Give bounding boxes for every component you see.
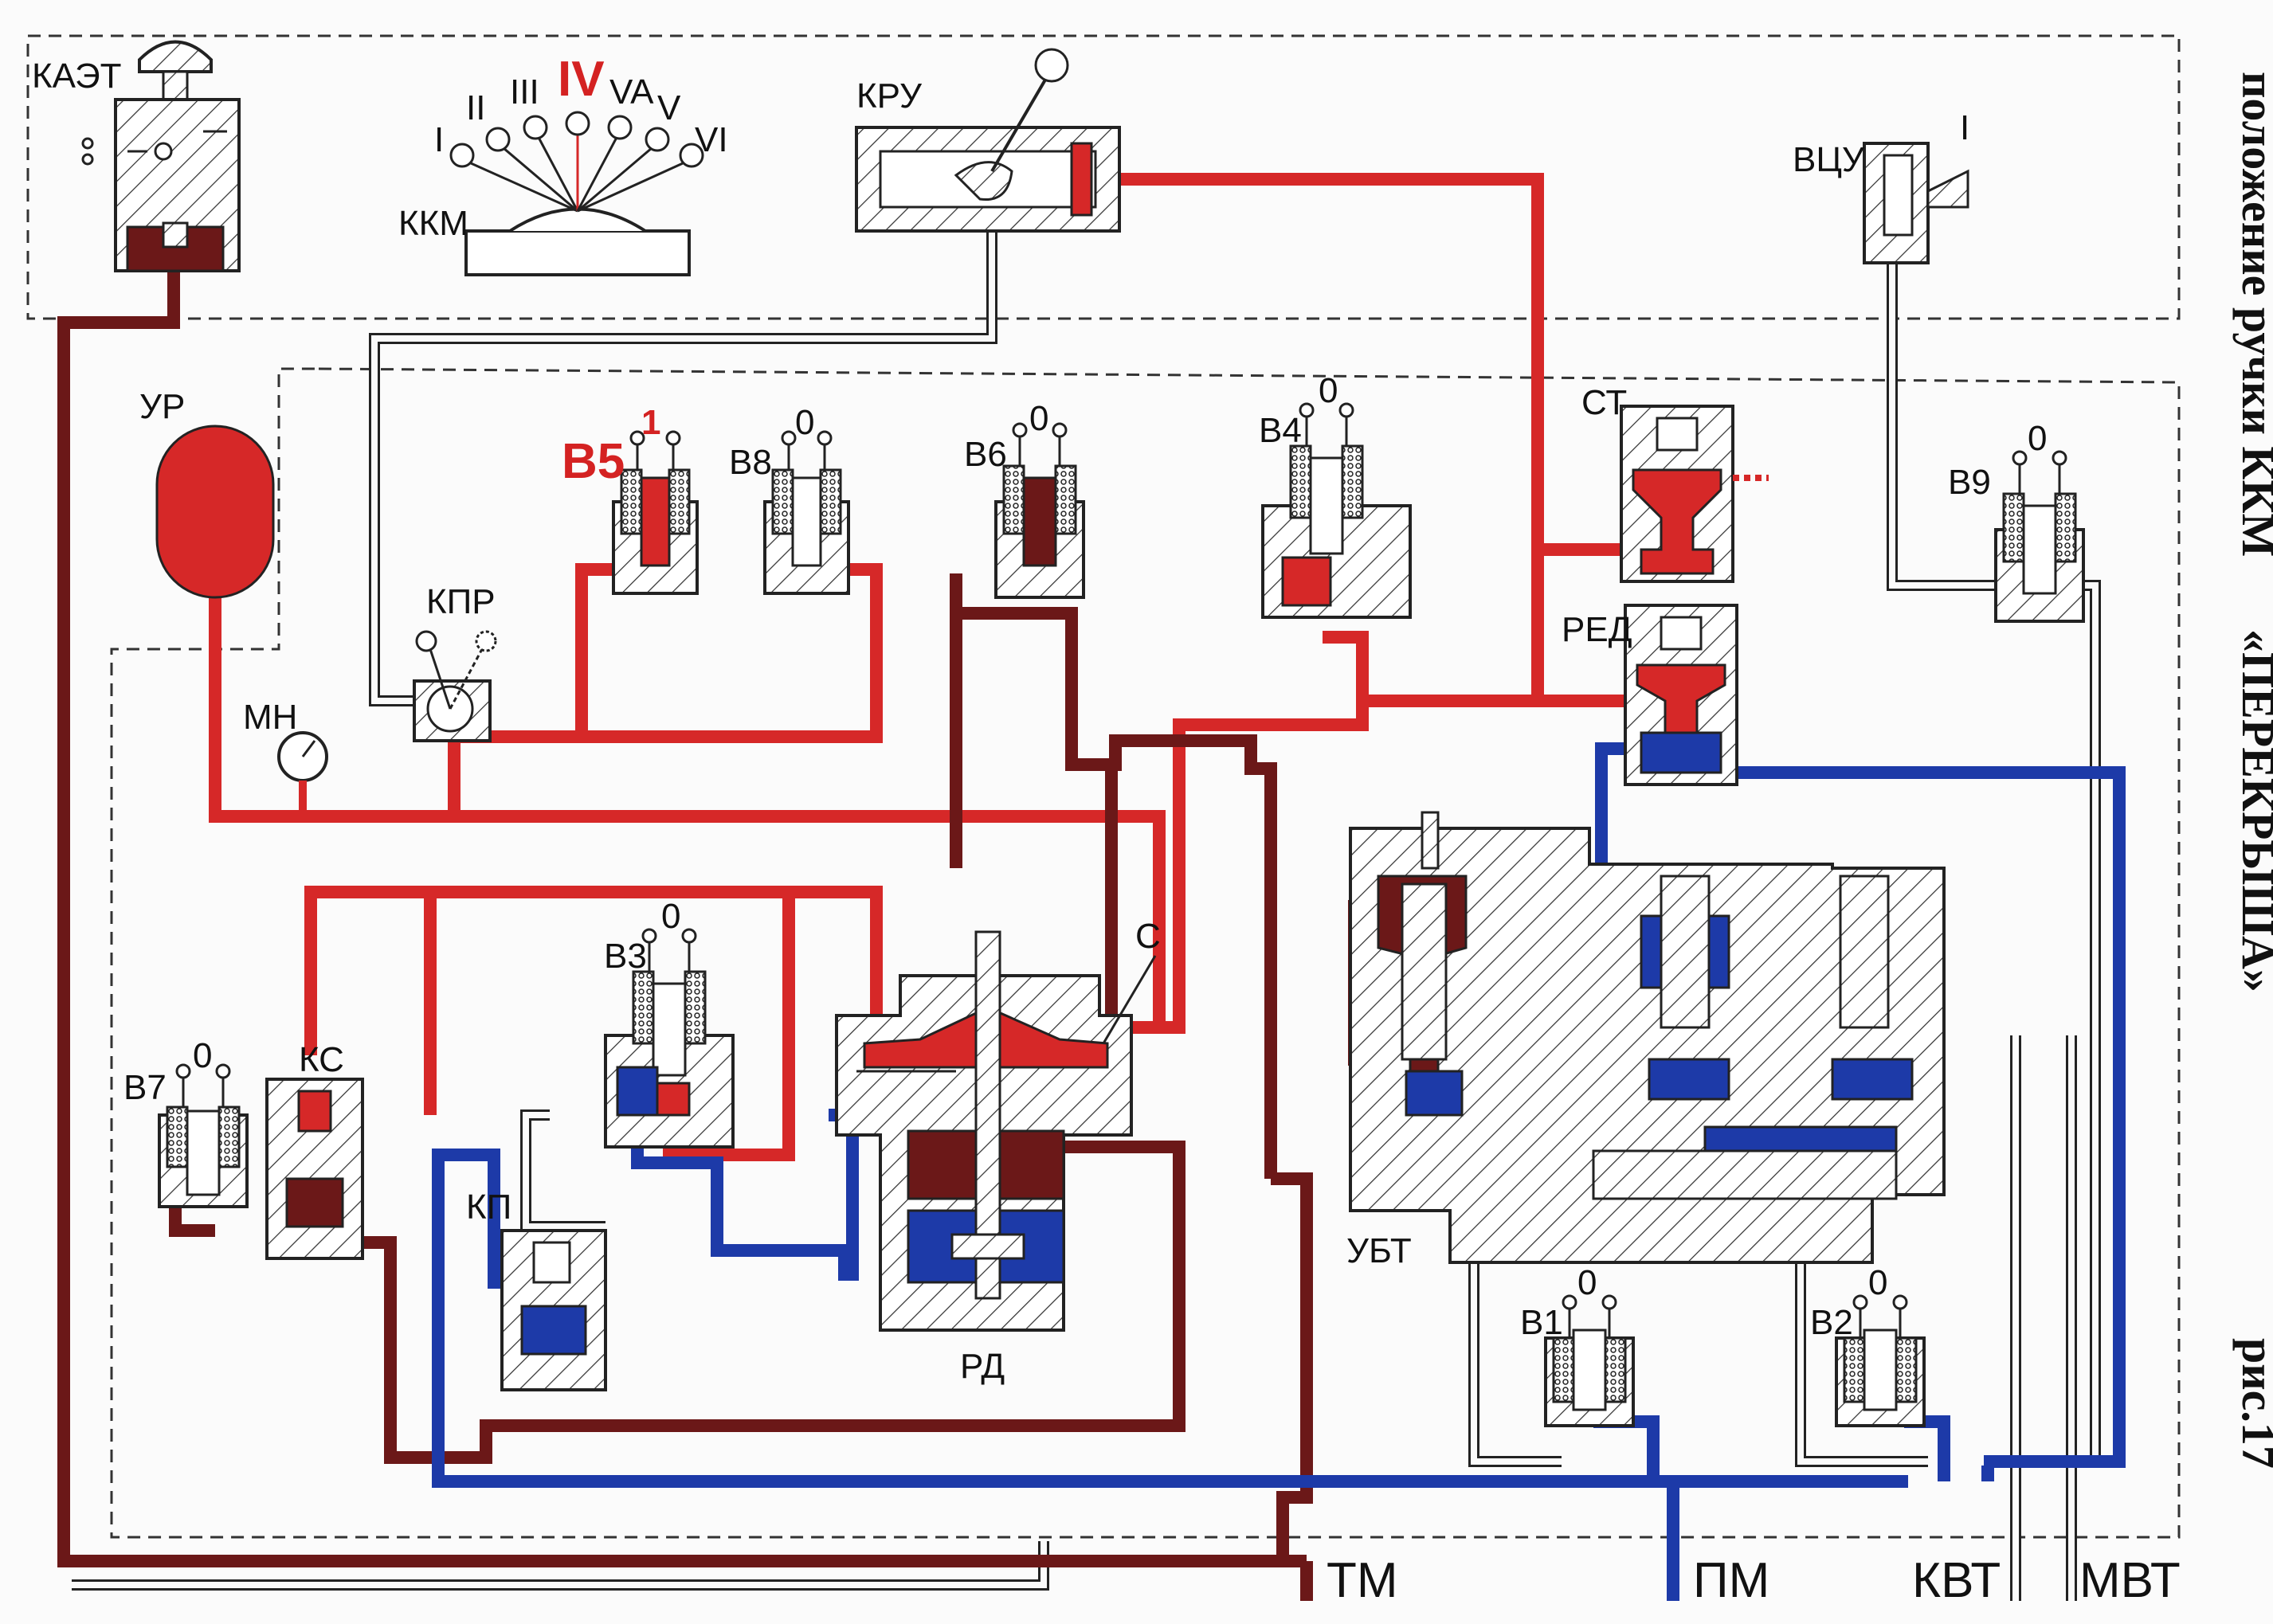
valve-b1-state: 0: [1577, 1263, 1597, 1302]
output-pm: ПМ: [1693, 1553, 1769, 1608]
ur-label: УР: [139, 387, 185, 426]
output-tm: ТМ: [1327, 1553, 1398, 1608]
mn-gauge: [277, 731, 328, 816]
valve-b9-state: 0: [2028, 419, 2047, 458]
valve-b8-label: В8: [729, 443, 772, 482]
ks-valve[interactable]: [265, 1078, 364, 1260]
rd-label: РД: [960, 1347, 1005, 1386]
st-label: СТ: [1581, 383, 1627, 422]
valve-b2-label: В2: [1810, 1303, 1853, 1342]
valve-b3[interactable]: [604, 928, 735, 1149]
valve-b7[interactable]: [158, 1063, 249, 1208]
kkm-pos-7: VI: [695, 120, 728, 159]
valve-b7-state: 0: [193, 1036, 212, 1075]
valve-b6-label: В6: [964, 435, 1007, 474]
kkm-pos-5: VA: [609, 72, 654, 112]
control-panel-frame: [26, 34, 2181, 320]
valve-b5-label: В5: [562, 434, 625, 489]
valve-b6[interactable]: [994, 422, 1085, 599]
valve-b3-label: В3: [604, 937, 647, 976]
vcu-position: I: [1960, 108, 1969, 147]
valve-b8-state: 0: [795, 403, 814, 442]
kp-label: КП: [466, 1188, 511, 1227]
vcu-label: ВЦУ: [1793, 140, 1865, 179]
valve-b2[interactable]: [1835, 1294, 1926, 1427]
main-line-lines: [57, 271, 1544, 1601]
valve-b6-state: 0: [1029, 399, 1048, 438]
valve-b4[interactable]: [1261, 402, 1412, 619]
kkm-controller[interactable]: [449, 111, 704, 276]
valve-b8[interactable]: [763, 430, 850, 595]
kkm-pos-4: IV: [558, 52, 605, 107]
kkm-pos-6: V: [657, 88, 681, 127]
ubt-block[interactable]: [1349, 811, 1946, 1264]
valve-b7-label: В7: [123, 1068, 167, 1107]
ur-reservoir: [155, 425, 275, 599]
kpr-valve[interactable]: [413, 630, 497, 742]
c-leader: [1102, 955, 1157, 1044]
kru-label: КРУ: [856, 76, 923, 115]
red-reducer[interactable]: [1624, 604, 1738, 786]
valve-b9-label: В9: [1948, 463, 1991, 502]
kkm-pos-2: II: [466, 88, 485, 127]
rd-valve[interactable]: [835, 930, 1133, 1332]
ubt-label: УБТ: [1346, 1231, 1412, 1270]
c-label: С: [1135, 917, 1161, 956]
valve-b4-label: В4: [1259, 411, 1302, 450]
side-title: положение ручки ККМ: [2232, 72, 2273, 557]
kkm-pos-1: I: [434, 120, 444, 159]
red-label: РЕД: [1562, 610, 1632, 649]
kkm-pos-3: III: [510, 72, 539, 112]
output-mvt: МВТ: [2079, 1553, 2181, 1608]
kru-valve[interactable]: [855, 48, 1121, 233]
kp-valve[interactable]: [500, 1229, 607, 1391]
figure-label: рис.17: [2232, 1338, 2273, 1469]
brake-unit-frame: [110, 367, 2181, 1539]
output-kvt: КВТ: [1912, 1553, 2001, 1608]
valve-b2-state: 0: [1868, 1263, 1887, 1302]
vcu-valve[interactable]: [1863, 142, 1969, 264]
kpr-label: КПР: [426, 582, 496, 621]
valve-b4-state: 0: [1319, 371, 1338, 410]
valve-b1[interactable]: [1544, 1294, 1635, 1427]
valve-b3-state: 0: [661, 897, 680, 936]
side-subtitle: «ПЕРЕКРЫША»: [2232, 629, 2273, 992]
mn-label: МН: [243, 698, 297, 737]
kkm-label: ККМ: [398, 204, 468, 243]
st-stabilizer[interactable]: [1620, 405, 1769, 583]
kaet-valve[interactable]: [81, 40, 241, 272]
valve-b5-state: 1: [641, 403, 660, 442]
valve-b5[interactable]: [612, 430, 699, 595]
valve-b9[interactable]: [1994, 450, 2085, 623]
valve-b1-label: В1: [1520, 1303, 1563, 1342]
kaet-label: КАЭТ: [32, 57, 122, 96]
ks-label: КС: [299, 1040, 344, 1079]
